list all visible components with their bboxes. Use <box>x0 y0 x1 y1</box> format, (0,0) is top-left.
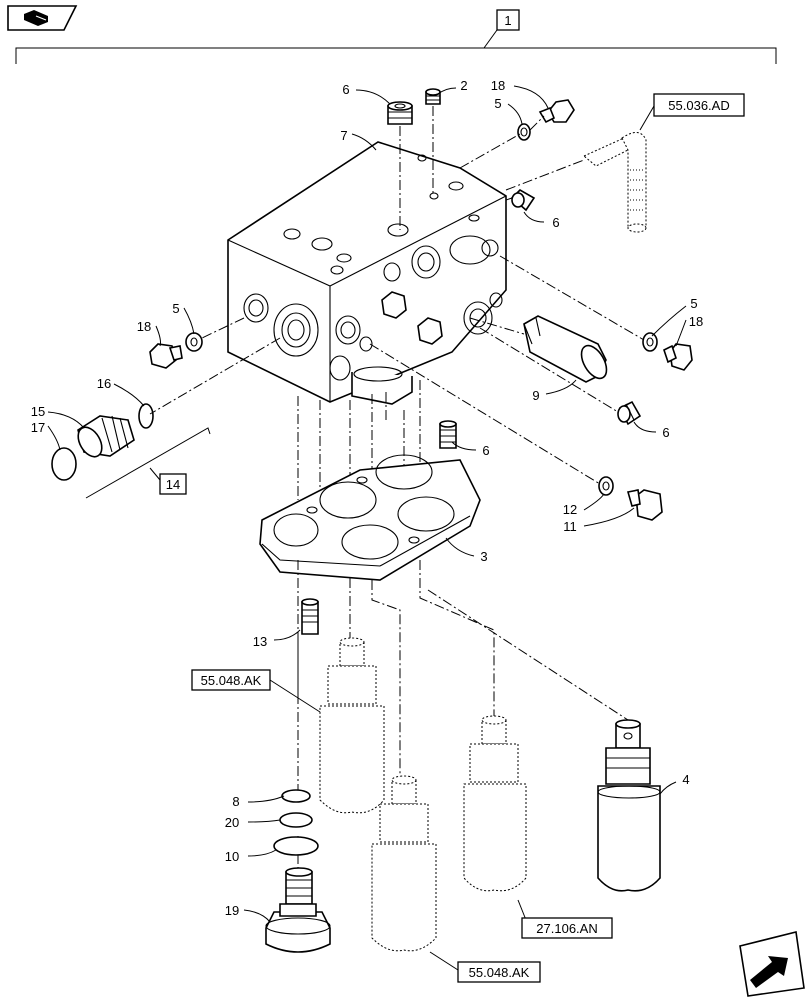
bolt-13 <box>301 598 319 635</box>
callout-6-top: 6 <box>342 82 349 97</box>
ref-box-27106an[interactable] <box>521 917 613 939</box>
oring-20 <box>279 812 313 828</box>
callout-7: 7 <box>340 128 347 143</box>
plug-2 <box>425 88 441 105</box>
callout-6-bottom: 6 <box>482 443 489 458</box>
sensor-9 <box>523 315 608 383</box>
callout-19: 19 <box>225 903 239 918</box>
cartridge-4 <box>597 719 661 892</box>
callout-5-top: 5 <box>494 96 501 111</box>
plug-19 <box>265 867 331 953</box>
callout-9: 9 <box>532 388 539 403</box>
washer-12 <box>598 476 614 496</box>
ref-55048ak-upper-label[interactable]: 55.048.AK <box>201 673 262 688</box>
callout-5-left: 5 <box>172 301 179 316</box>
callout-6-right-upper: 6 <box>552 215 559 230</box>
washer-5-right <box>642 332 658 352</box>
plug-11 <box>626 489 663 521</box>
callout-18-top: 18 <box>491 78 505 93</box>
callout-17: 17 <box>31 420 45 435</box>
next-page-arrow-icon[interactable] <box>739 931 805 997</box>
ref-box-55048ak-upper[interactable] <box>191 669 271 691</box>
cartridge-right-middle <box>463 715 527 892</box>
sub-ref-box[interactable] <box>159 473 187 495</box>
callout-11: 11 <box>563 519 577 534</box>
oring-8 <box>281 789 311 803</box>
assembly-ref-label: 1 <box>504 13 511 28</box>
oring-10 <box>273 836 319 856</box>
ref-box-55048ak-lower[interactable] <box>457 961 541 983</box>
callout-6-right-lower: 6 <box>662 425 669 440</box>
valve-block <box>227 141 507 405</box>
elbow-fitting <box>583 132 647 233</box>
plug-6-right-lower <box>617 400 642 426</box>
callout-12: 12 <box>563 502 577 517</box>
callout-18-right: 18 <box>689 314 703 329</box>
book-page-icon[interactable] <box>7 5 78 31</box>
callout-5-right: 5 <box>690 296 697 311</box>
callout-labels: 6 2 18 5 7 6 5 18 5 18 9 6 16 15 17 6 12… <box>31 78 703 918</box>
washer-5-left <box>185 332 203 352</box>
fitting-15 <box>77 415 135 458</box>
callout-16: 16 <box>97 376 111 391</box>
callout-2: 2 <box>460 78 467 93</box>
washer-5-top <box>517 123 531 141</box>
oring-16 <box>138 403 154 429</box>
plug-18-top <box>538 99 575 124</box>
callout-20: 20 <box>225 815 239 830</box>
ref-27106an-label[interactable]: 27.106.AN <box>536 921 597 936</box>
oring-17 <box>51 447 77 481</box>
plug-6-top <box>387 101 413 125</box>
cartridge-lower-middle <box>371 775 437 952</box>
callout-leaders <box>47 85 687 971</box>
callout-4: 4 <box>682 772 689 787</box>
gasket-plate-3 <box>259 454 481 581</box>
plug-18-left <box>149 343 183 369</box>
plug-6-right-upper <box>510 189 536 212</box>
callout-15: 15 <box>31 404 45 419</box>
sub-ref-label: 14 <box>166 477 180 492</box>
callout-3: 3 <box>480 549 487 564</box>
cartridge-upper-left <box>319 637 385 814</box>
callout-18-left: 18 <box>137 319 151 334</box>
callout-8: 8 <box>232 794 239 809</box>
assembly-bracket: 1 <box>15 9 777 64</box>
callout-13: 13 <box>253 634 267 649</box>
plug-18-right <box>663 343 693 371</box>
ref-box-55036ad[interactable] <box>653 93 745 117</box>
callout-10: 10 <box>225 849 239 864</box>
ref-55048ak-lower-label[interactable]: 55.048.AK <box>469 965 530 980</box>
ref-55036ad-label[interactable]: 55.036.AD <box>668 98 729 113</box>
